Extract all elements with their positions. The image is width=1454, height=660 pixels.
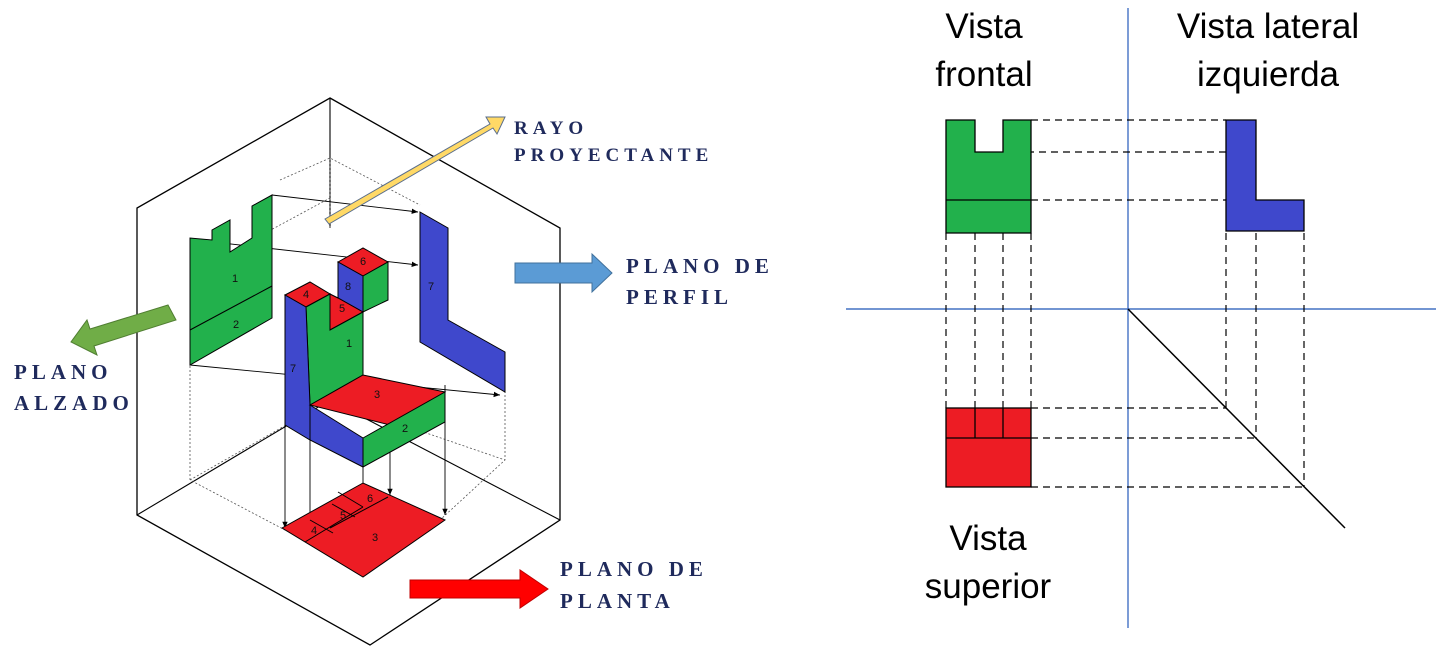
- top-view-label-line2: superior: [925, 567, 1052, 606]
- front-view-label-line1: Vista: [945, 7, 1023, 46]
- alzado-label-line1: PLANO: [14, 360, 113, 384]
- front-view-label-line2: frontal: [935, 55, 1032, 94]
- face-number: 1: [346, 338, 352, 350]
- side-view-label-line1: Vista lateral: [1177, 7, 1359, 46]
- face-number: 7: [290, 363, 296, 375]
- face-number: 6: [360, 256, 366, 268]
- alzado-arrow: [70, 304, 177, 356]
- face-number: 6: [367, 493, 373, 505]
- rayo-label-line2: PROYECTANTE: [514, 145, 713, 166]
- planta-label-line2: PLANTA: [560, 589, 675, 613]
- face-number: 3: [374, 389, 380, 401]
- rayo-arrow: [324, 116, 506, 225]
- planta-arrow: [409, 569, 549, 609]
- face-number: 1: [232, 273, 238, 285]
- perfil-label-line1: PLANO DE: [626, 254, 774, 278]
- miter-line: [1127, 308, 1346, 529]
- side-view-label-line2: izquierda: [1197, 55, 1340, 94]
- rayo-label-line1: RAYO: [514, 118, 588, 139]
- side-view: [1225, 119, 1305, 232]
- alzado-projection: 1 2: [189, 194, 273, 366]
- face-number: 5: [339, 303, 345, 315]
- face-number: 2: [233, 319, 239, 331]
- face-number: 7: [428, 281, 434, 293]
- alzado-label-line2: ALZADO: [14, 391, 134, 415]
- front-view: [945, 119, 1032, 234]
- perfil-projection: 7: [419, 211, 506, 393]
- perfil-label-line2: PERFIL: [626, 285, 733, 309]
- face-number: 2: [402, 423, 408, 435]
- top-view-label-line1: Vista: [949, 519, 1027, 558]
- face-number: 5: [340, 510, 346, 522]
- face-number: 8: [345, 281, 351, 293]
- perfil-arrow: [514, 252, 613, 294]
- planta-projection: 3 4 5 6: [281, 482, 447, 578]
- top-view: [945, 407, 1032, 488]
- isometric-solid: 6 8 4 5 1 7 3 2: [283, 247, 447, 468]
- face-number: 4: [303, 289, 309, 301]
- face-number: 4: [311, 525, 317, 537]
- axes: [846, 8, 1436, 628]
- correspondence-lines: [945, 119, 1305, 488]
- planta-label-line1: PLANO DE: [560, 557, 708, 581]
- face-number: 3: [372, 532, 378, 544]
